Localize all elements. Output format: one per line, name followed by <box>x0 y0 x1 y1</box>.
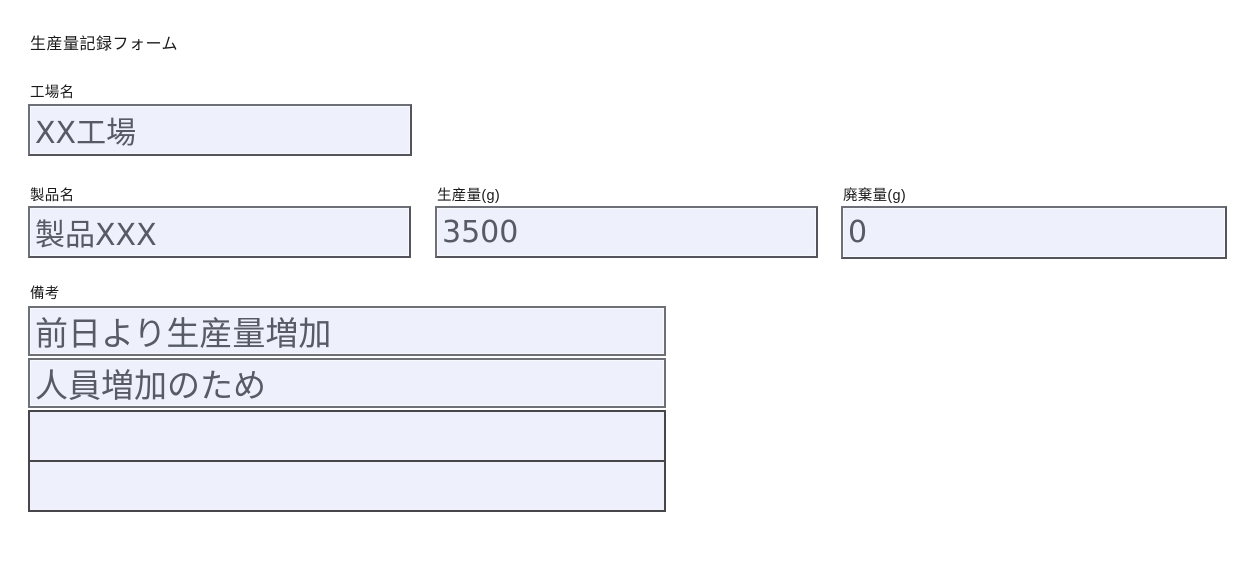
page-title: 生産量記録フォーム <box>30 36 179 53</box>
waste-amount-label: 廃棄量(g) <box>843 188 907 204</box>
product-name-input[interactable] <box>28 206 411 258</box>
factory-name-label: 工場名 <box>30 85 75 101</box>
production-amount-label: 生産量(g) <box>437 188 501 204</box>
waste-amount-input[interactable] <box>841 206 1227 259</box>
remarks-field <box>28 306 666 512</box>
remarks-line-3[interactable] <box>28 410 666 462</box>
production-amount-input[interactable] <box>435 206 818 258</box>
factory-name-input[interactable] <box>28 104 412 156</box>
remarks-line-2[interactable] <box>28 358 666 408</box>
product-name-label: 製品名 <box>30 188 75 204</box>
remarks-line-1[interactable] <box>28 306 666 356</box>
remarks-label: 備考 <box>30 286 60 302</box>
remarks-line-4[interactable] <box>28 460 666 512</box>
